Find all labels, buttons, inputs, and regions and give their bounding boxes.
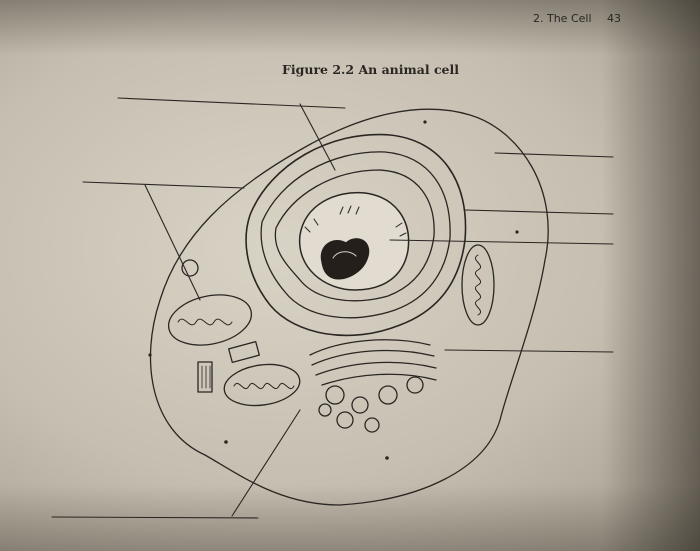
label-blank-1 <box>117 97 346 109</box>
leader-2 <box>144 184 201 301</box>
golgi-apparatus <box>309 339 437 386</box>
label-blank-2 <box>82 181 245 189</box>
label-blank-7 <box>51 516 259 519</box>
label-blank-3 <box>494 152 614 158</box>
vesicles <box>318 376 424 433</box>
cell-membrane <box>149 108 549 506</box>
label-blank-4 <box>464 209 614 215</box>
leader-7 <box>231 409 301 517</box>
cytoplasm-specks <box>148 120 519 460</box>
mitochondrion-right <box>461 244 495 326</box>
mitochondrion-bottom <box>223 363 301 407</box>
mitochondrion-left <box>167 294 253 346</box>
label-blank-5 <box>389 239 614 245</box>
leader-1 <box>299 103 336 171</box>
label-blank-6 <box>444 349 614 353</box>
